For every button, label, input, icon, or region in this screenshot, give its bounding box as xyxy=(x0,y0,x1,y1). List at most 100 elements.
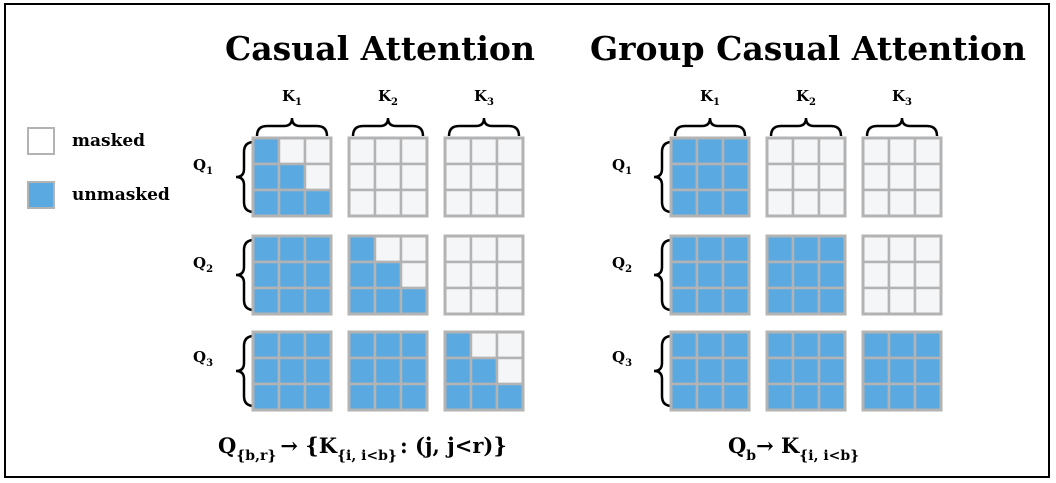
grid-border xyxy=(669,136,751,218)
q-label: Q3 xyxy=(612,348,632,369)
unmasked-cell xyxy=(469,382,499,412)
k-label: K1 xyxy=(282,87,302,108)
masked-cell xyxy=(469,330,499,360)
unmasked-cell xyxy=(765,356,795,386)
braces xyxy=(235,117,939,408)
unmasked-cell xyxy=(817,330,847,360)
unmasked-cell xyxy=(669,260,699,290)
unmasked-cell xyxy=(303,234,333,264)
causal-q-brace xyxy=(235,140,255,214)
unmasked-cell xyxy=(303,260,333,290)
unmasked-cell xyxy=(669,162,699,192)
group-grid-q3-k2 xyxy=(765,330,847,412)
masked-cell xyxy=(399,234,429,264)
unmasked-cell xyxy=(721,234,751,264)
masked-cell xyxy=(469,286,499,316)
formula-causal: Q{b,r}→ {K{i, i<b}: (j, j<r)} xyxy=(218,433,507,464)
group-q-brace xyxy=(653,238,673,312)
masked-cell xyxy=(861,260,891,290)
title-group-casual-attention: Group Casual Attention xyxy=(590,29,1026,68)
masked-cell xyxy=(443,260,473,290)
causal-grid-q3-k3 xyxy=(443,330,525,412)
masked-cell xyxy=(303,162,333,192)
unmasked-cell xyxy=(817,356,847,386)
unmasked-cell xyxy=(251,260,281,290)
unmasked-cell xyxy=(721,330,751,360)
unmasked-cell xyxy=(721,286,751,316)
masked-cell xyxy=(469,234,499,264)
unmasked-cell xyxy=(721,260,751,290)
masked-cell xyxy=(347,188,377,218)
unmasked-cell xyxy=(913,382,943,412)
unmasked-cell xyxy=(277,330,307,360)
unmasked-cell xyxy=(765,234,795,264)
masked-cell xyxy=(817,188,847,218)
causal-grid-q1-k2 xyxy=(347,136,429,218)
title-casual-attention: Casual Attention xyxy=(225,29,535,68)
unmasked-cell xyxy=(251,330,281,360)
masked-cell xyxy=(469,162,499,192)
unmasked-cell xyxy=(303,382,333,412)
unmasked-cell xyxy=(277,382,307,412)
masked-cell xyxy=(443,162,473,192)
masked-cell xyxy=(469,188,499,218)
unmasked-cell xyxy=(669,356,699,386)
unmasked-cell xyxy=(277,234,307,264)
unmasked-cell xyxy=(913,356,943,386)
masked-cell xyxy=(495,162,525,192)
unmasked-cell xyxy=(669,382,699,412)
masked-cell xyxy=(495,330,525,360)
masked-cell xyxy=(373,188,403,218)
masked-cell xyxy=(495,234,525,264)
formula-group-causal: Qb→ K{i, i<b} xyxy=(728,433,859,464)
unmasked-cell xyxy=(817,234,847,264)
unmasked-cell xyxy=(695,234,725,264)
attention-grids xyxy=(251,136,943,412)
masked-cell xyxy=(887,136,917,166)
grid-border xyxy=(443,136,525,218)
masked-cell xyxy=(817,162,847,192)
unmasked-cell xyxy=(277,188,307,218)
unmasked-cell xyxy=(251,286,281,316)
masked-cell xyxy=(495,260,525,290)
masked-cell xyxy=(399,136,429,166)
causal-q-brace xyxy=(235,334,255,408)
unmasked-cell xyxy=(347,260,377,290)
unmasked-cell xyxy=(791,234,821,264)
masked-cell xyxy=(861,234,891,264)
unmasked-cell xyxy=(695,382,725,412)
grid-border xyxy=(765,136,847,218)
q-label: Q1 xyxy=(612,156,632,177)
group-grid-q1-k3 xyxy=(861,136,943,218)
grid-border xyxy=(347,136,429,218)
unmasked-cell xyxy=(861,382,891,412)
causal-grid-q1-k3 xyxy=(443,136,525,218)
grid-border xyxy=(443,234,525,316)
masked-cell xyxy=(913,162,943,192)
masked-cell xyxy=(887,162,917,192)
left-q-labels: Q1 Q2 Q3 xyxy=(193,156,213,369)
masked-cell xyxy=(861,188,891,218)
masked-cell xyxy=(913,260,943,290)
group-k-brace xyxy=(673,117,747,137)
grid-border xyxy=(347,330,429,412)
unmasked-cell xyxy=(721,188,751,218)
unmasked-cell xyxy=(721,162,751,192)
masked-cell xyxy=(887,188,917,218)
unmasked-cell xyxy=(347,382,377,412)
unmasked-cell xyxy=(277,286,307,316)
unmasked-cell xyxy=(399,382,429,412)
unmasked-cell xyxy=(695,136,725,166)
masked-cell xyxy=(817,136,847,166)
causal-grid-q3-k1 xyxy=(251,330,333,412)
causal-q-brace xyxy=(235,238,255,312)
left-k-labels: K1 K2 K3 xyxy=(282,87,494,108)
masked-cell xyxy=(791,188,821,218)
unmasked-cell xyxy=(669,136,699,166)
unmasked-cell xyxy=(443,356,473,386)
masked-cell xyxy=(303,136,333,166)
group-grid-q2-k1 xyxy=(669,234,751,316)
masked-cell xyxy=(791,136,821,166)
unmasked-cell xyxy=(765,286,795,316)
